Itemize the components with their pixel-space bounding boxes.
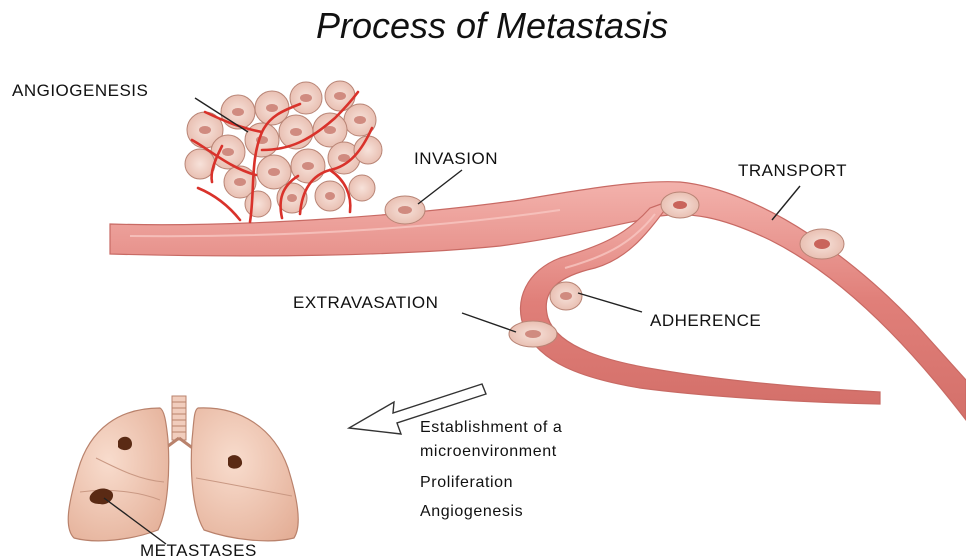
note-establishment-line1: Establishment of a [420, 419, 562, 436]
note-establishment-line2: microenvironment [420, 443, 557, 460]
diagram-title: Process of Metastasis [316, 5, 668, 46]
label-adherence: ADHERENCE [650, 311, 761, 330]
right-lung [191, 408, 298, 541]
label-transport: TRANSPORT [738, 161, 847, 180]
adherence-leader [578, 293, 642, 312]
tumor-cell-extravasation [509, 321, 557, 347]
label-angiogenesis: ANGIOGENESIS [12, 81, 148, 100]
note-angiogenesis: Angiogenesis [420, 503, 523, 520]
tumor-cell-adherence [550, 282, 582, 310]
label-metastases: METASTASES [140, 541, 257, 558]
left-lung [68, 408, 168, 541]
tumor-cell-transport-1 [661, 192, 699, 218]
invasion-leader [418, 170, 462, 204]
label-invasion: INVASION [414, 149, 498, 168]
label-extravasation: EXTRAVASATION [293, 293, 438, 312]
extravasation-leader [462, 313, 516, 332]
tumor-cell-transport-2 [800, 229, 844, 259]
tumor-cell-invasion [385, 196, 425, 224]
lungs-illustration [68, 396, 298, 541]
tumor-mass [185, 81, 382, 222]
note-proliferation: Proliferation [420, 474, 513, 491]
transport-leader [772, 186, 800, 220]
